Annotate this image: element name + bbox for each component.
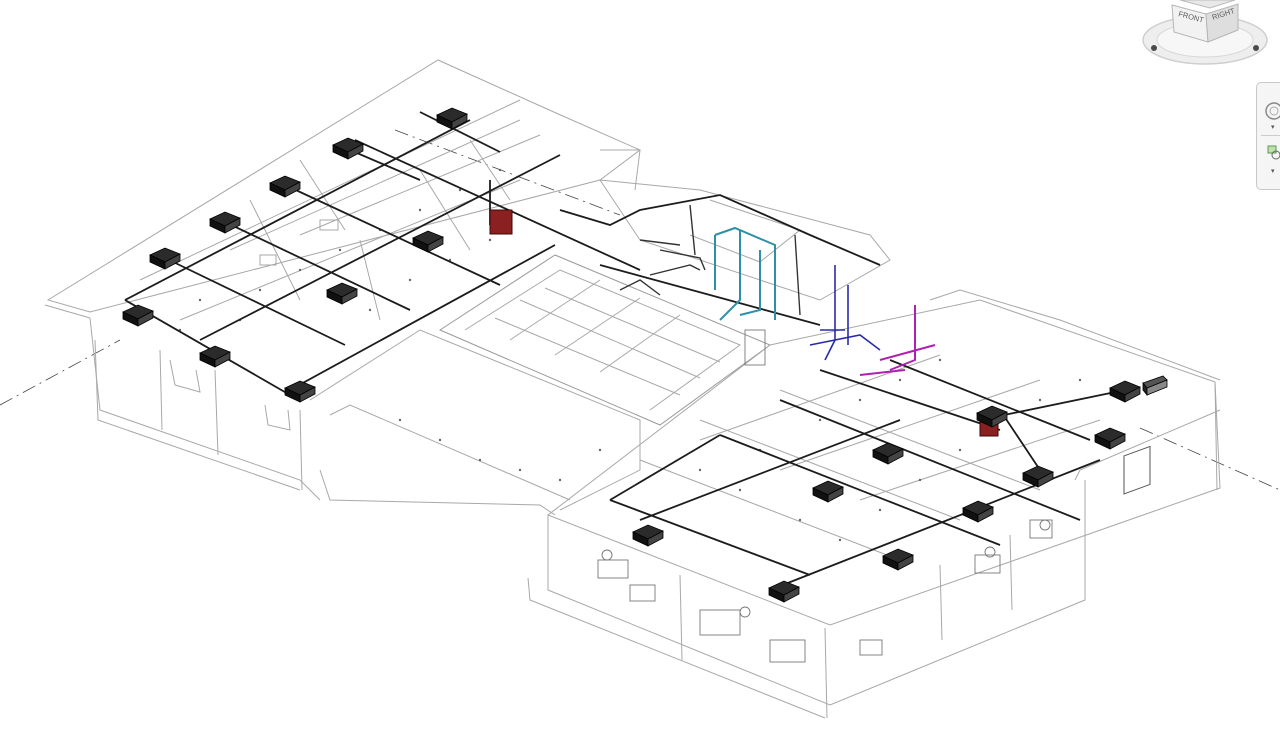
navbar-divider (1261, 135, 1280, 136)
section-lines (0, 129, 1280, 491)
diffuser[interactable] (872, 442, 904, 465)
diffuser[interactable] (976, 405, 1008, 428)
ceiling-fixtures (178, 168, 1082, 542)
piping-cyan[interactable] (714, 226, 776, 321)
diffuser[interactable] (436, 107, 468, 130)
diffuser[interactable] (812, 480, 844, 503)
diffusers[interactable] (122, 107, 1168, 603)
diffuser[interactable] (284, 380, 316, 403)
condenser-unit[interactable] (1142, 375, 1168, 397)
diffuser[interactable] (768, 580, 800, 603)
piping-dark[interactable] (619, 204, 801, 316)
diffuser[interactable] (1022, 465, 1054, 488)
viewcube-top-face[interactable] (1179, 0, 1236, 9)
diffuser[interactable] (269, 175, 301, 198)
diffuser[interactable] (412, 230, 444, 253)
furniture (597, 329, 1053, 663)
viewcube[interactable]: FRONT RIGHT (1140, 0, 1270, 70)
diffuser[interactable] (326, 282, 358, 305)
building-shell (44, 59, 1221, 719)
diffuser[interactable] (882, 548, 914, 571)
steering-wheel-icon[interactable] (1260, 99, 1280, 127)
diffuser[interactable] (962, 500, 994, 523)
ductwork[interactable] (124, 111, 1126, 591)
diffuser[interactable] (1094, 427, 1126, 450)
diffuser[interactable] (149, 247, 181, 270)
viewcube-right-face[interactable] (1205, 3, 1239, 43)
navigation-bar: ▾ ▾ (1256, 82, 1280, 190)
diffuser[interactable] (332, 137, 364, 160)
piping-magenta[interactable] (859, 305, 936, 376)
piping-blue[interactable] (809, 265, 881, 361)
diffuser[interactable] (1109, 380, 1141, 403)
diffuser[interactable] (209, 211, 241, 234)
zoom-menu-arrow[interactable]: ▾ (1271, 167, 1275, 175)
zoom-region-icon[interactable] (1260, 141, 1280, 169)
air-handling-unit[interactable] (489, 209, 999, 437)
diffuser[interactable] (632, 524, 664, 547)
steering-wheel-menu-arrow[interactable]: ▾ (1271, 123, 1275, 131)
diffuser[interactable] (199, 345, 231, 368)
diffuser[interactable] (122, 304, 154, 327)
